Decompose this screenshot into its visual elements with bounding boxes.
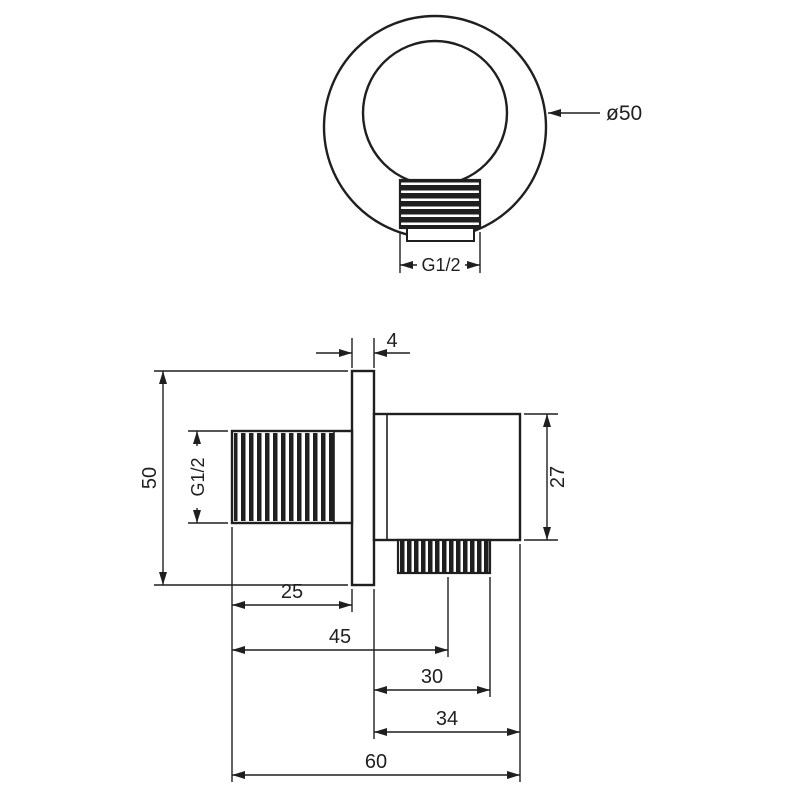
dim-front-diameter: ø50: [548, 102, 642, 125]
side-view: 4 50 G1/2 27: [139, 330, 569, 782]
front-thread-end: [406, 227, 475, 242]
dim-front-thread-label: G1/2: [421, 255, 460, 275]
dim-plate-diameter-label: 50: [139, 467, 161, 489]
front-thread-section: [398, 178, 482, 230]
label-mask: [188, 446, 207, 508]
dim-body-height-label: 27: [547, 466, 569, 488]
dim-flange-to-outlet-label: 30: [421, 666, 443, 688]
dim-flange-to-body-end-label: 34: [436, 708, 458, 730]
front-view: ø50 G1/2: [322, 14, 642, 275]
dim-inlet-length: 25: [232, 581, 353, 612]
dim-overall-depth-label: 60: [365, 751, 387, 773]
dim-inlet-thread: G1/2: [188, 430, 228, 524]
dim-tip-to-outlet-label: 45: [329, 626, 351, 648]
dim-plate-diameter: 50: [139, 370, 348, 586]
holder-ring-circle: [361, 39, 509, 187]
dim-plate-thickness: 4: [316, 330, 410, 368]
dim-inlet-length-label: 25: [281, 581, 303, 603]
outlet-thread: [396, 538, 492, 575]
dim-body-height: 27: [524, 413, 569, 541]
wall-plate: [350, 369, 376, 587]
dim-plate-thickness-label: 4: [386, 330, 397, 352]
dim-front-thread: G1/2: [399, 232, 481, 275]
dim-flange-to-outlet: 30: [374, 577, 491, 697]
dim-flange-to-body-end: 34: [374, 708, 520, 736]
label-mask: [417, 254, 465, 275]
dim-inlet-thread-label: G1/2: [188, 457, 208, 496]
inlet-thread-pattern: [234, 433, 334, 521]
dim-diameter-label: ø50: [606, 102, 642, 125]
elbow-body: [372, 412, 522, 542]
dim-tip-to-outlet: 45: [232, 577, 449, 657]
dim-overall-depth: 60: [232, 751, 520, 779]
